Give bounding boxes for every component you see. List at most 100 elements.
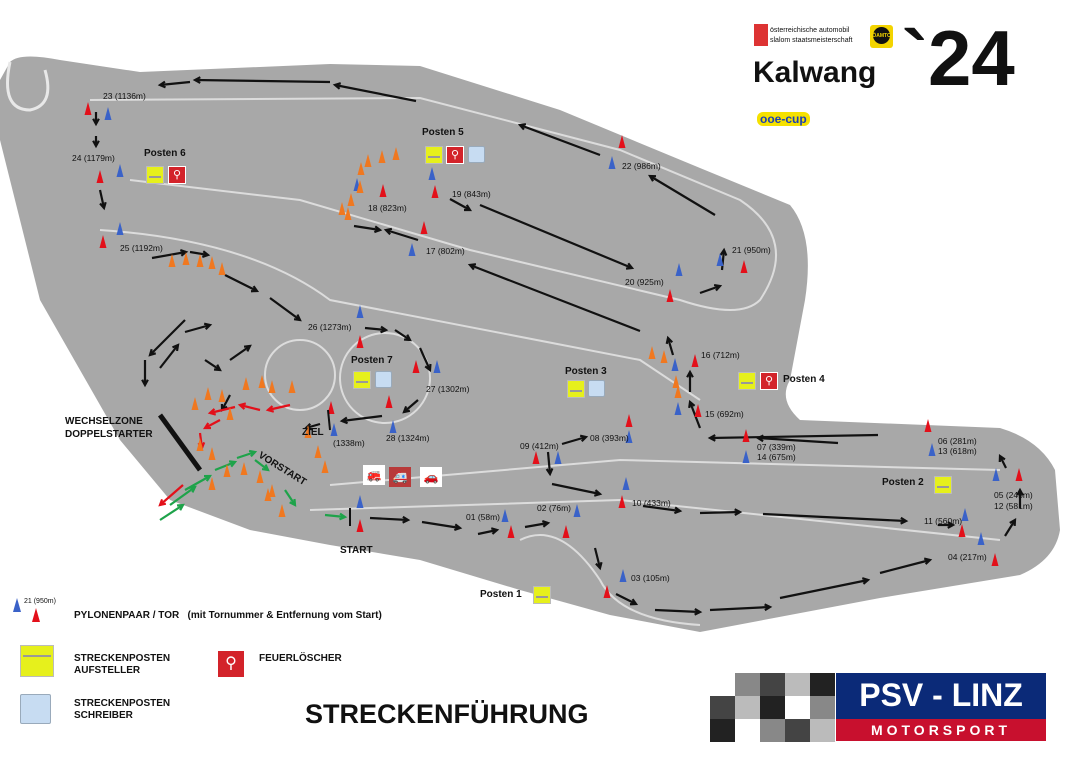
red-cone <box>666 289 674 302</box>
car-icon: 🚗 <box>420 467 442 487</box>
club-badge: ÖAMTC <box>870 25 893 48</box>
direction-arrow <box>339 414 383 425</box>
flag-square <box>710 696 735 719</box>
gate-label: 04 (217m) <box>948 552 987 562</box>
blue-cone <box>356 305 364 318</box>
legend-extinguisher-icon: ⚲ <box>217 650 245 678</box>
orange-cone <box>258 375 266 388</box>
gate-label: 14 (675m) <box>757 452 796 462</box>
sponsor-logo: PSV - LINZ MOTORSPORT <box>836 673 1046 741</box>
direction-arrow <box>92 112 100 127</box>
direction-arrow <box>157 80 191 89</box>
gate-label: 02 (76m) <box>537 503 572 513</box>
orange-cone <box>321 460 329 473</box>
legend-gate-text: PYLONENPAAR / TOR (mit Tornummer & Entfe… <box>74 610 382 621</box>
direction-arrow <box>207 405 236 416</box>
blue-cone <box>622 477 630 490</box>
blue-cone <box>501 509 509 522</box>
direction-arrow <box>254 459 270 472</box>
orange-cone <box>660 350 668 363</box>
blue-cone <box>330 423 338 436</box>
orange-cone <box>338 202 346 215</box>
direction-arrow <box>421 520 463 532</box>
flag-square <box>760 719 785 742</box>
red-cone <box>96 170 104 183</box>
red-cone <box>618 495 626 508</box>
orange-cone <box>182 252 190 265</box>
orange-cone <box>314 445 322 458</box>
writer-icon <box>468 146 485 163</box>
direction-arrow <box>449 198 473 212</box>
vest-icon <box>353 371 371 389</box>
direction-arrow <box>467 263 641 333</box>
blue-cone <box>625 430 633 443</box>
flag-square <box>810 719 835 742</box>
direction-arrow <box>1016 487 1024 508</box>
orange-cone <box>204 387 212 400</box>
legend-vest-icon <box>20 645 54 677</box>
blue-cone <box>389 420 397 433</box>
direction-arrow <box>332 82 417 103</box>
fire-extinguisher-icon: ⚲ <box>446 146 464 164</box>
gate-label: 20 (925m) <box>625 277 664 287</box>
post-label: Posten 2 <box>882 477 924 488</box>
flag-square <box>760 696 785 719</box>
red-cone <box>1015 468 1023 481</box>
flag-square <box>710 673 735 696</box>
writer-icon <box>375 371 392 388</box>
orange-cone <box>672 375 680 388</box>
club-badge-emblem <box>873 27 890 44</box>
blue-cone <box>977 532 985 545</box>
direction-arrow <box>324 512 348 521</box>
vest-icon <box>738 372 756 390</box>
blue-cone <box>928 443 936 456</box>
gate-label: 19 (843m) <box>452 189 491 199</box>
orange-cone <box>242 377 250 390</box>
vest-icon <box>425 146 443 164</box>
flag-square <box>785 696 810 719</box>
gate-label: 22 (986m) <box>622 161 661 171</box>
orange-cone <box>191 397 199 410</box>
gate-label: 08 (393m) <box>590 433 629 443</box>
series-line-2: slalom staatsmeisterschaft <box>770 37 853 44</box>
red-cone <box>625 414 633 427</box>
series-logo <box>754 24 768 46</box>
direction-arrow <box>699 283 723 295</box>
direction-arrow <box>383 227 419 242</box>
orange-cone <box>223 464 231 477</box>
direction-arrow <box>402 399 419 414</box>
direction-arrow <box>998 453 1007 469</box>
blue-cone <box>671 358 679 371</box>
orange-cone <box>364 154 372 167</box>
post-label: Posten 7 <box>351 355 393 366</box>
direction-arrow <box>141 360 149 388</box>
blue-cone <box>116 164 124 177</box>
direction-arrow <box>755 434 839 445</box>
direction-arrow <box>192 76 331 84</box>
sponsor-sub: MOTORSPORT <box>870 722 1012 738</box>
red-cone <box>379 184 387 197</box>
vest-icon <box>567 380 585 398</box>
direction-arrow <box>224 274 260 293</box>
writer-icon <box>588 380 605 397</box>
blue-cone <box>408 243 416 256</box>
start-arrows <box>159 449 348 521</box>
direction-arrow <box>236 449 258 460</box>
sponsor-name: PSV - LINZ <box>859 677 1023 713</box>
series-line-1: österreichische automobil <box>770 27 850 34</box>
orange-cone <box>196 254 204 267</box>
direction-arrow <box>364 325 389 334</box>
direction-arrow <box>92 136 100 149</box>
orange-cone <box>240 462 248 475</box>
direction-arrow <box>593 547 603 571</box>
orange-cone <box>226 407 234 420</box>
blue-cone <box>674 402 682 415</box>
gate-label: 12 (581m) <box>994 501 1033 511</box>
gate-label: 18 (823m) <box>368 203 407 213</box>
direction-arrow <box>517 123 601 157</box>
flag-square <box>735 696 760 719</box>
flag-square <box>760 673 785 696</box>
legend-gate-example: 21 (950m) <box>24 598 56 605</box>
red-cone <box>431 185 439 198</box>
blue-cone <box>619 569 627 582</box>
